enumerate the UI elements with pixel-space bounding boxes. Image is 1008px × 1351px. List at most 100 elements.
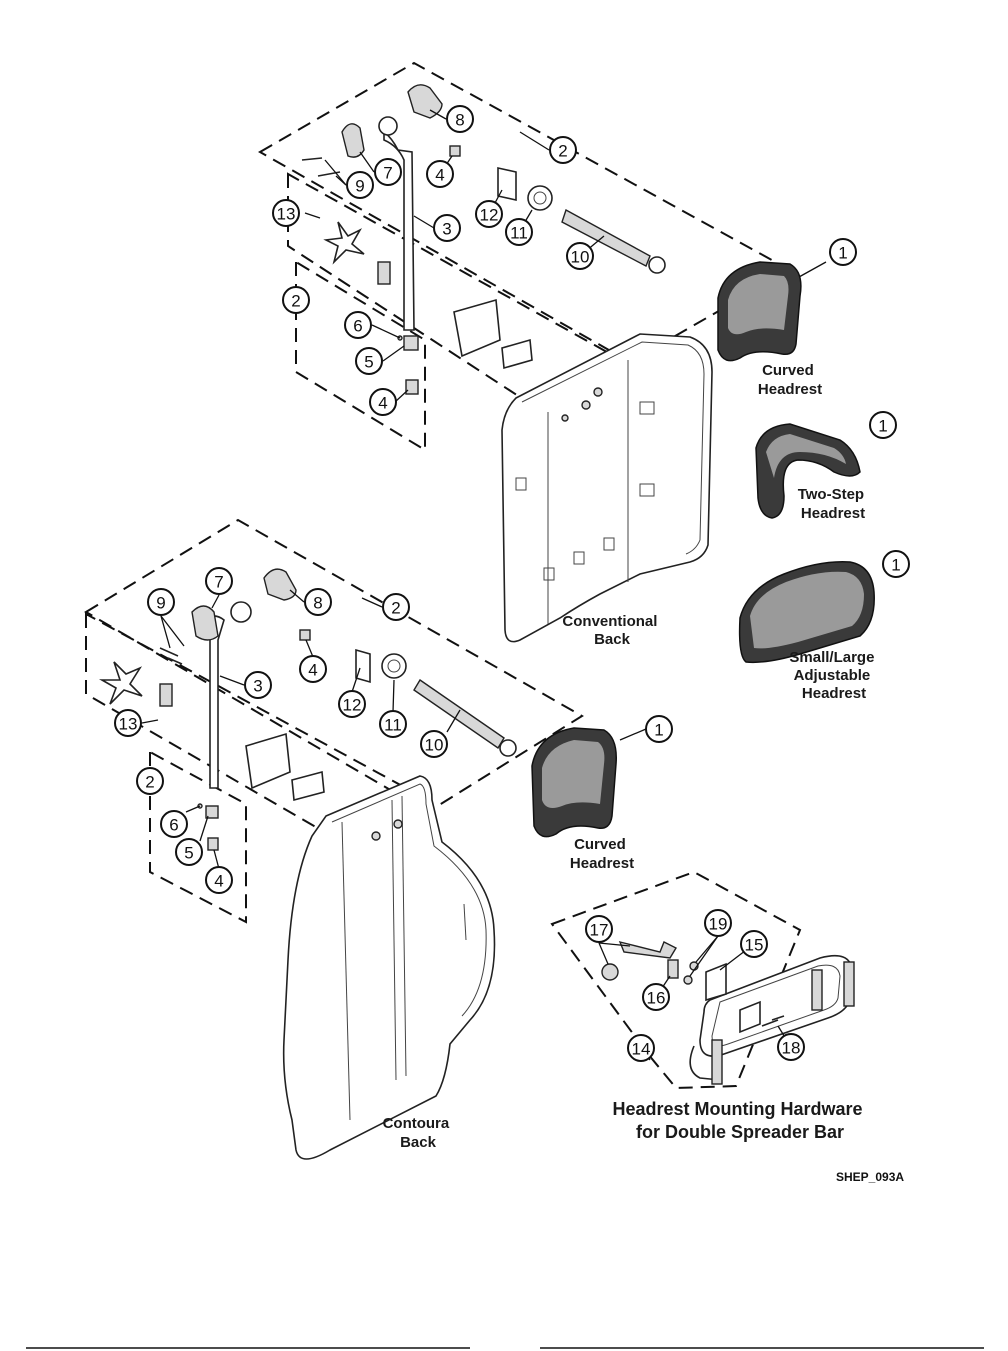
callout-circle — [475, 200, 503, 228]
callout-number: 15 — [745, 936, 764, 955]
contoura-back-label: Contoura Back — [383, 1115, 454, 1151]
label-line: Curved — [762, 362, 814, 379]
top-group-2-lower-outline — [295, 260, 426, 452]
callout-circle — [175, 838, 203, 866]
callout-number: 5 — [364, 353, 373, 372]
callout-number: 9 — [355, 177, 364, 196]
bottom-curved-headrest — [531, 727, 617, 838]
label-line: Back — [400, 1134, 437, 1151]
callout-circle — [304, 588, 332, 616]
callout-number: 6 — [169, 816, 178, 835]
hardware-group-14-outline — [550, 870, 802, 1090]
callout-circle — [374, 158, 402, 186]
callout-number: 2 — [291, 292, 300, 311]
callout-number: 1 — [878, 417, 887, 436]
callout-circle — [114, 709, 142, 737]
bottom-part-8 — [263, 568, 297, 601]
double-spreader-bar — [689, 954, 855, 1085]
callout-number: 12 — [343, 696, 362, 715]
callout-number: 2 — [558, 142, 567, 161]
top-part-7 — [341, 123, 365, 158]
callout-circle — [642, 983, 670, 1011]
callout-number: 4 — [308, 661, 317, 680]
callout-circle — [346, 171, 374, 199]
conventional-back — [501, 333, 713, 643]
callout-number: 13 — [277, 205, 296, 224]
bottom-assembly — [84, 518, 647, 1160]
callout-number: 2 — [145, 773, 154, 792]
callout-circle — [147, 588, 175, 616]
callout-circle — [205, 866, 233, 894]
callout-circle — [704, 909, 732, 937]
callout-circle — [205, 567, 233, 595]
top-part-13-knob — [323, 221, 365, 265]
callout-circle — [244, 671, 272, 699]
label-line: Headrest Mounting Hardware — [612, 1099, 862, 1119]
callout-number: 3 — [253, 677, 262, 696]
callout-circle — [566, 242, 594, 270]
callout-number: 11 — [384, 716, 402, 735]
callout-number: 14 — [632, 1040, 651, 1059]
callout-circle — [740, 930, 768, 958]
label-line: Back — [594, 631, 631, 648]
callout-circle — [627, 1034, 655, 1062]
callout-circle — [446, 105, 474, 133]
callout-number: 6 — [353, 317, 362, 336]
callout-circle — [585, 915, 613, 943]
callout-number: 8 — [313, 594, 322, 613]
contoura-back — [282, 775, 496, 1160]
callout-circle — [344, 311, 372, 339]
callout-circle — [272, 199, 300, 227]
label-line: Small/Large — [789, 649, 874, 666]
small-large-headrest-label: Small/Large Adjustable Headrest — [789, 649, 878, 702]
callout-number: 13 — [119, 715, 138, 734]
small-large-headrest — [738, 561, 875, 664]
callout-circle — [160, 810, 188, 838]
label-line: Conventional — [562, 613, 657, 630]
bottom-part-3-bar — [203, 615, 225, 789]
callout-number: 7 — [214, 573, 223, 592]
two-step-headrest-label: Two-Step Headrest — [798, 486, 869, 522]
two-step-headrest — [755, 423, 861, 519]
callout-number: 1 — [891, 556, 900, 575]
top-assembly — [257, 61, 827, 643]
callout-circle — [829, 238, 857, 266]
callout-number: 8 — [455, 111, 464, 130]
mounting-hardware-label: Headrest Mounting Hardware for Double Sp… — [612, 1099, 867, 1142]
callout-number: 12 — [480, 206, 499, 225]
top-curved-headrest — [717, 261, 802, 362]
callout-circle — [433, 214, 461, 242]
bottom-part-13-knob — [98, 661, 143, 705]
label-line: for Double Spreader Bar — [636, 1122, 844, 1142]
callout-number: 9 — [156, 594, 165, 613]
top-part-3-bar — [383, 130, 415, 331]
top-group-2-outline — [257, 61, 793, 364]
callout-number: 5 — [184, 844, 193, 863]
label-line: Headrest — [758, 381, 822, 398]
curved-headrest-label-bottom: Curved Headrest — [570, 836, 634, 872]
top-part-8 — [407, 84, 443, 119]
callout-number: 17 — [590, 921, 609, 940]
callout-circle — [299, 655, 327, 683]
label-line: Headrest — [801, 505, 865, 522]
label-line: Contoura — [383, 1115, 450, 1132]
callout-circle — [382, 593, 410, 621]
callout-number: 4 — [214, 872, 223, 891]
callout-circle — [338, 690, 366, 718]
callout-number: 18 — [782, 1039, 801, 1058]
conventional-back-label: Conventional Back — [562, 613, 661, 648]
label-line: Headrest — [570, 855, 634, 872]
callout-number: 1 — [838, 244, 847, 263]
callout-circle — [645, 715, 673, 743]
callout-number: 19 — [709, 915, 728, 934]
callout-number: 1 — [654, 721, 663, 740]
figure-code: SHEP_093A — [836, 1170, 904, 1184]
callout-circle — [282, 286, 310, 314]
callout-number: 3 — [442, 220, 451, 239]
callout-circle — [549, 136, 577, 164]
callout-number: 2 — [391, 599, 400, 618]
